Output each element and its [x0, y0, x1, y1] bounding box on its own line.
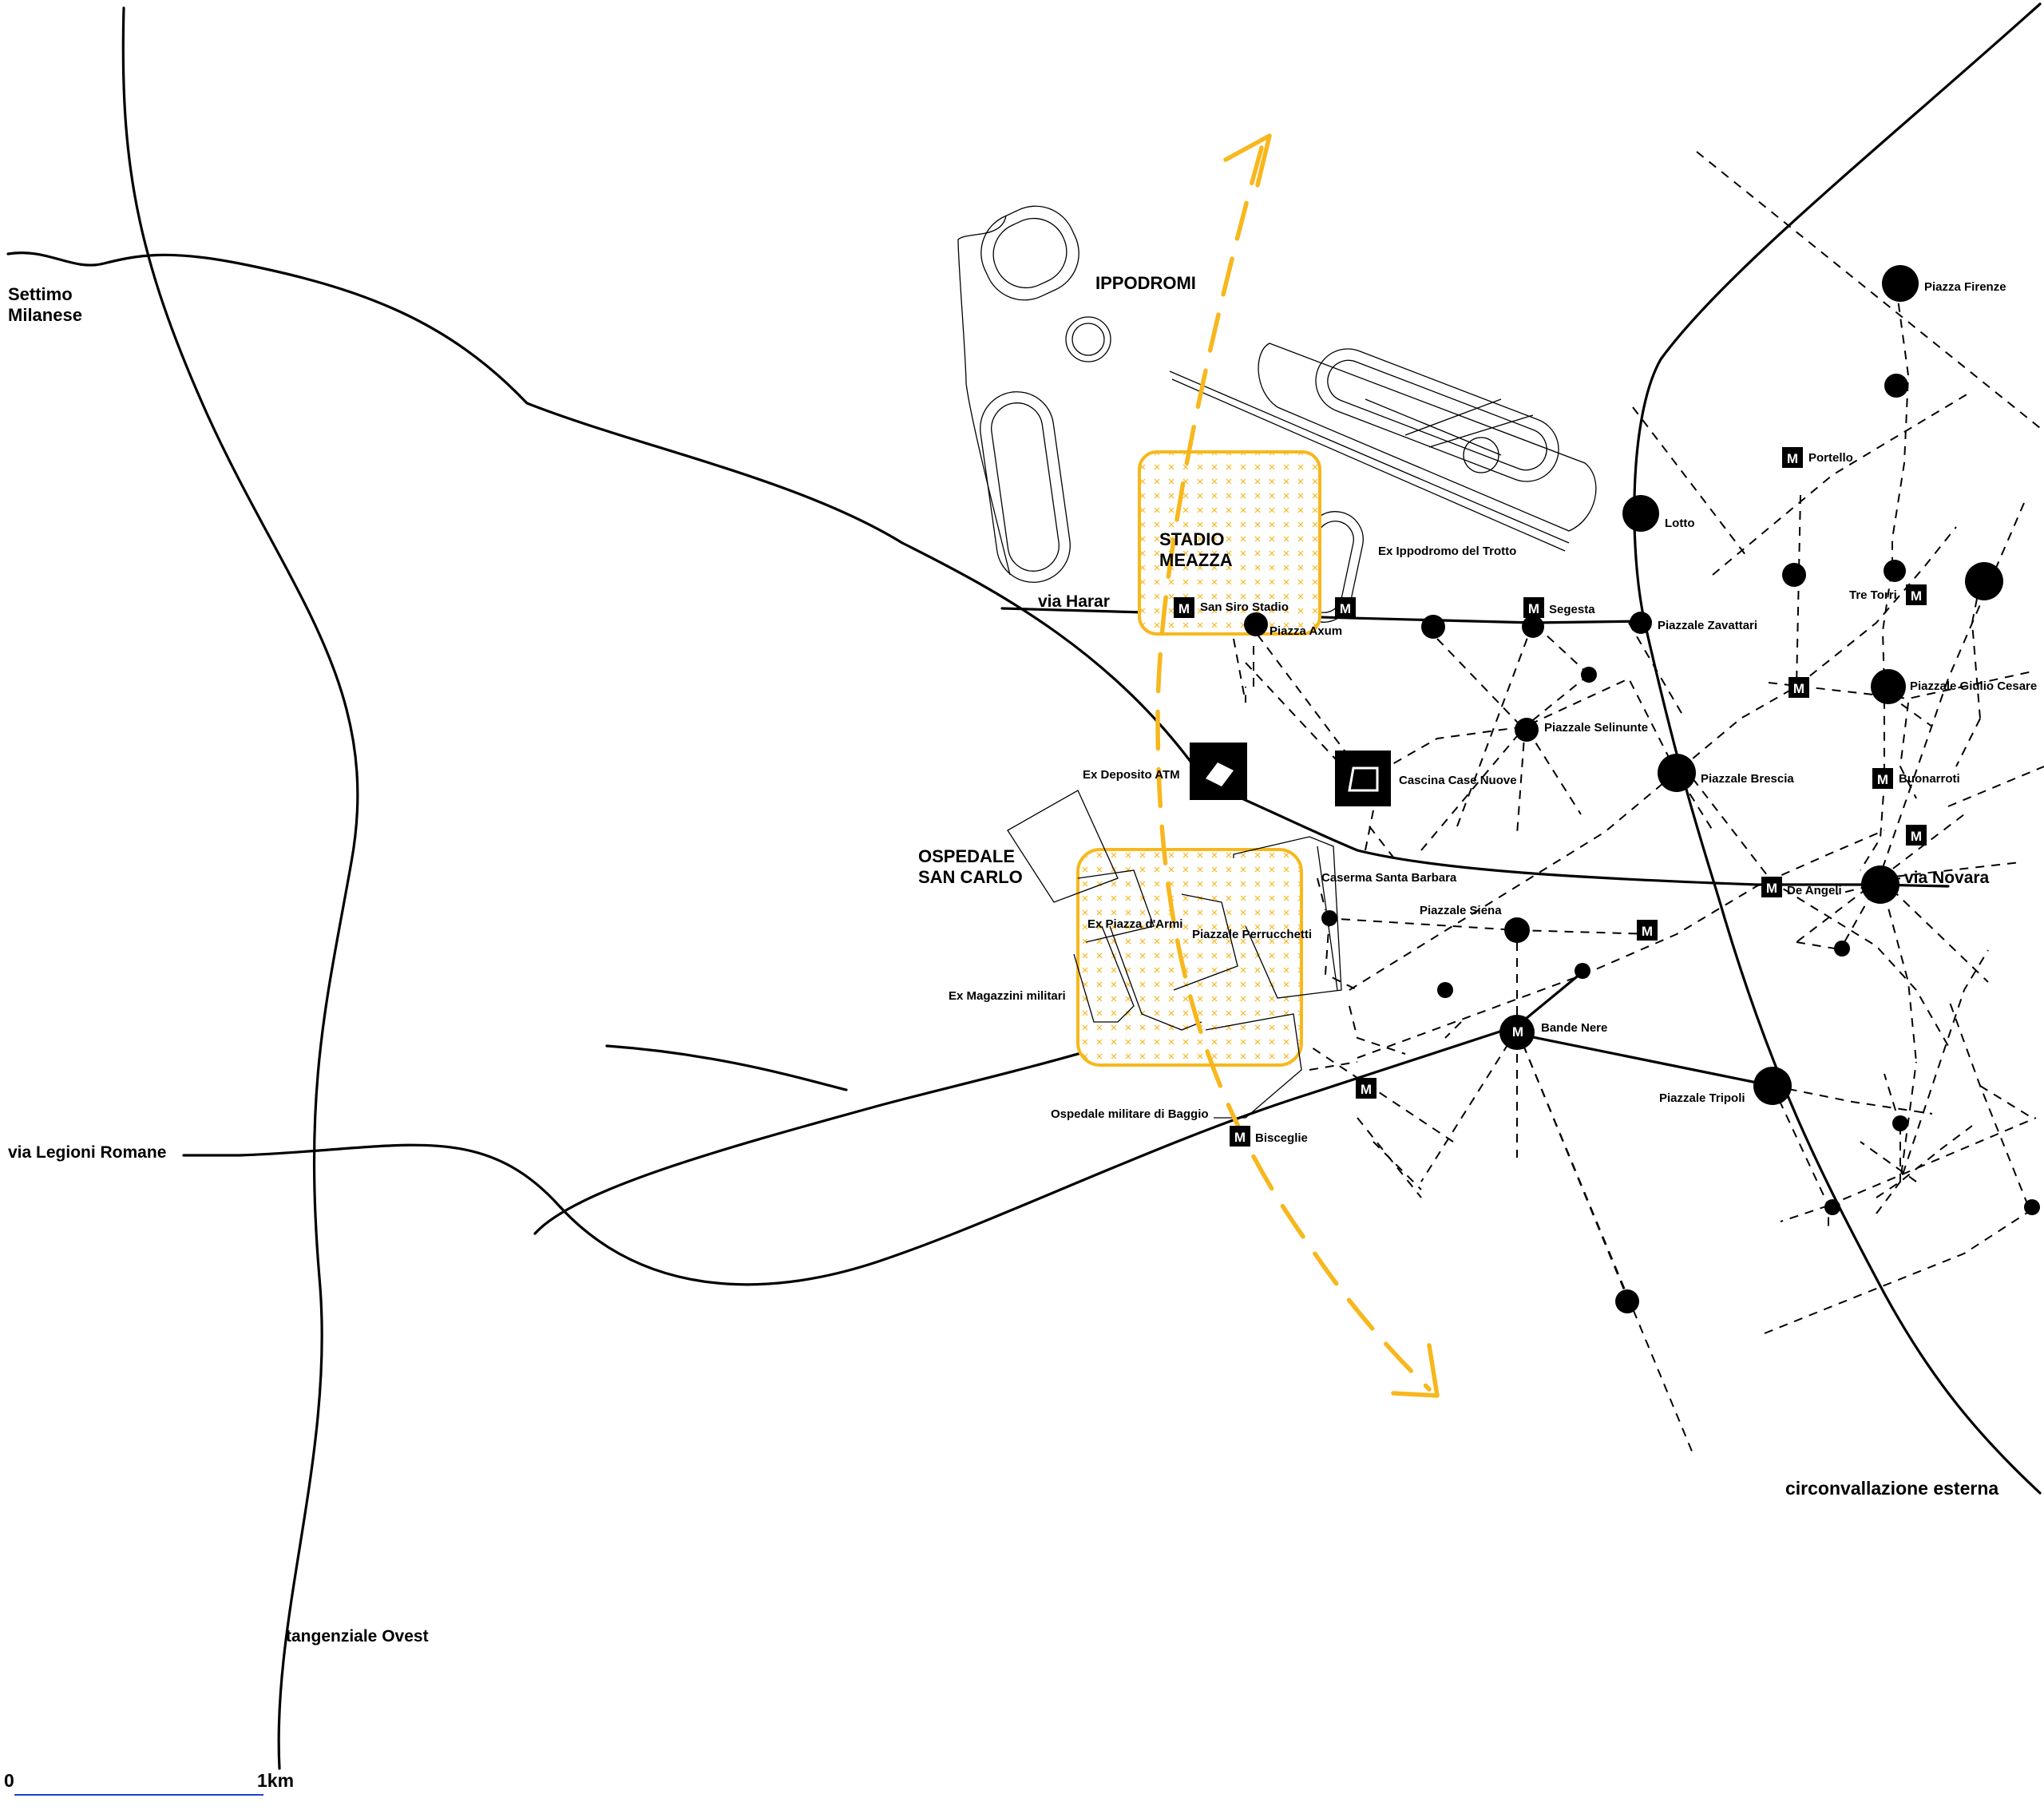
ex-deposito-atm-icon: [1190, 743, 1247, 800]
ippodromi-tracks: [957, 205, 1597, 623]
axis-arrow-head-bottom: [1391, 1343, 1440, 1398]
piazzale-perrucchetti-label: Piazzale Perrucchetti: [1192, 928, 1312, 941]
piazzale-brescia-label: Piazzale Brescia: [1701, 772, 1794, 786]
ospedale-militare-baggio-label: Ospedale militare di Baggio: [1051, 1107, 1209, 1121]
metro-bande-nere: M: [1507, 1020, 1528, 1041]
metro-bisceglie: M: [1230, 1126, 1250, 1147]
bande-nere-tripoli-road: [1515, 1032, 1774, 1087]
metro-tre-torri: M: [1906, 584, 1927, 605]
ospedale-label-1: OSPEDALE: [918, 846, 1015, 866]
piazza-axum-label: Piazza Axum: [1270, 624, 1342, 638]
svg-text:M: M: [1793, 681, 1804, 696]
piazzale-tripoli-label: Piazzale Tripoli: [1659, 1091, 1745, 1105]
tangenziale-ovest-road: [121, 6, 359, 1770]
bisceglie-label: Bisceglie: [1255, 1131, 1308, 1145]
svg-text:M: M: [1911, 829, 1922, 844]
metro-buonarroti: M: [1872, 768, 1893, 789]
ex-deposito-atm-label: Ex Deposito ATM: [1083, 768, 1180, 782]
cascina-icon: [1335, 751, 1391, 806]
circonvallazione-label: circonvallazione esterna: [1785, 1478, 1998, 1499]
via-harar-label: via Harar: [1038, 592, 1110, 611]
cascina-case-nuove-label: Cascina Case Nuove: [1399, 774, 1517, 787]
metro-de-angeli: M: [1761, 877, 1782, 897]
via-legioni-romane-road: [182, 968, 1586, 1286]
svg-text:M: M: [1877, 772, 1888, 787]
ospedale-label-2: SAN CARLO: [918, 867, 1023, 887]
svg-text:M: M: [1766, 881, 1777, 896]
tangenziale-ovest-label: tangenziale Ovest: [286, 1627, 429, 1646]
piazzale-zavattari-label: Piazzale Zavattari: [1658, 619, 1757, 632]
svg-text:M: M: [1642, 924, 1653, 939]
piazzale-selinunte-label: Piazzale Selinunte: [1544, 721, 1648, 735]
stadio-label-1: STADIO: [1159, 529, 1224, 549]
buonarroti-label: Buonarroti: [1899, 772, 1960, 786]
building-outlines: [1007, 790, 1342, 1119]
via-legioni-romane-label: via Legioni Romane: [8, 1143, 166, 1162]
scale-end-label: 1km: [257, 1770, 294, 1791]
settimo-label-1: Settimo: [8, 284, 73, 304]
via-harar-road: [1000, 607, 1646, 624]
bande-nere-label: Bande Nere: [1541, 1021, 1607, 1035]
svg-text:M: M: [1340, 601, 1351, 616]
axis-arrow: [1155, 145, 1432, 1392]
metro-portello: M: [1782, 447, 1803, 468]
svg-text:M: M: [1787, 451, 1798, 466]
portello-label: Portello: [1808, 451, 1853, 465]
ex-magazzini-road: [605, 1044, 848, 1091]
svg-text:M: M: [1528, 601, 1539, 616]
svg-text:M: M: [1178, 601, 1190, 616]
metro-pagano: M: [1906, 825, 1927, 846]
metro-gambara: M: [1637, 920, 1658, 941]
piazza-firenze-label: Piazza Firenze: [1924, 280, 2006, 294]
segesta-label: Segesta: [1549, 603, 1595, 616]
svg-text:M: M: [1911, 588, 1922, 604]
stadio-label-2: MEAZZA: [1159, 550, 1233, 570]
scale-start-label: 0: [4, 1770, 14, 1791]
metro-segesta-west: M: [1335, 597, 1356, 618]
svg-text:M: M: [1512, 1024, 1523, 1040]
svg-text:M: M: [1361, 1082, 1372, 1097]
via-novara-label: via Novara: [1904, 869, 1990, 887]
metro-primaticcio: M: [1356, 1078, 1377, 1099]
ex-magazzini-militari-label: Ex Magazzini militari: [949, 989, 1066, 1003]
ippodromi-label: IPPODROMI: [1095, 273, 1196, 293]
via-novara-road: [1204, 781, 1950, 888]
piazzale-giulio-cesare-label: Piazzale Giulio Cesare: [1910, 679, 2037, 693]
ex-piazza-darmi-label: Ex Piazza d'Armi: [1087, 917, 1182, 931]
circonvallazione-road: [1633, 2, 2042, 1495]
caserma-santa-barbara-label: Caserma Santa Barbara: [1321, 871, 1457, 885]
ex-ippodromo-label: Ex Ippodromo del Trotto: [1378, 545, 1516, 558]
lotto-label: Lotto: [1665, 517, 1694, 530]
san-siro-stadio-label: San Siro Stadio: [1200, 600, 1289, 614]
svg-text:M: M: [1234, 1130, 1246, 1145]
axis-arrow-head-top: [1223, 133, 1272, 188]
stadio-zone: [1138, 450, 1321, 636]
piazzale-siena-label: Piazzale Siena: [1420, 904, 1502, 917]
metro-wagner: M: [1788, 677, 1809, 698]
settimo-road: [6, 251, 1207, 784]
ospedale-zone: [1076, 848, 1303, 1067]
settimo-label-2: Milanese: [8, 305, 82, 325]
metro-segesta: M: [1523, 597, 1544, 618]
de-angeli-label: De Angeli: [1787, 884, 1842, 897]
metro-san-siro-stadio: M: [1174, 597, 1194, 618]
tre-torri-label: Tre Torri: [1849, 588, 1897, 602]
